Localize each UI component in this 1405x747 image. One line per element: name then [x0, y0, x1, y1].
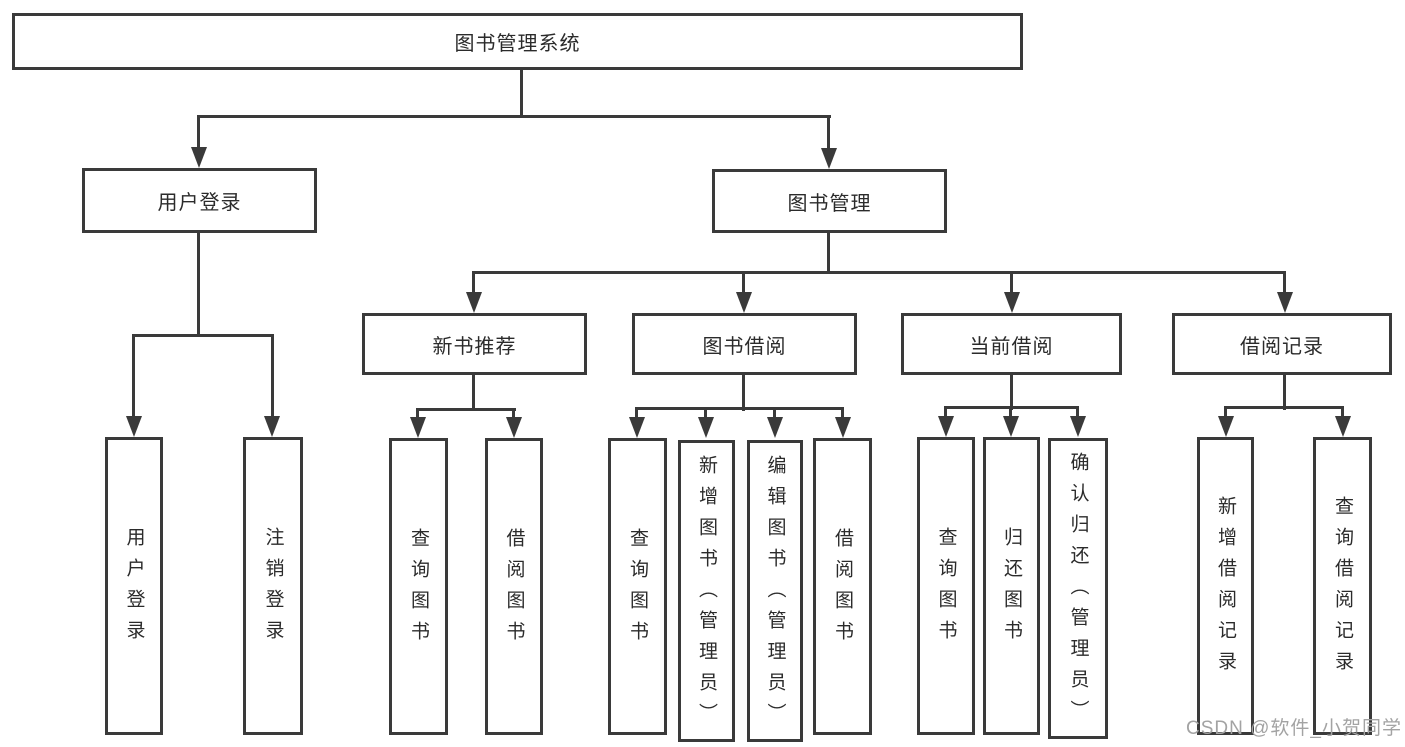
csdn-watermark: CSDN @软件_小贺同学 — [1186, 718, 1402, 739]
node-user-login-leaf: 用户登录 — [105, 437, 163, 735]
node-logout-login: 注销登录 — [243, 437, 303, 735]
connector-to-logout — [271, 334, 274, 417]
arrow-down-icon — [698, 417, 714, 438]
connector-borrowing-records-drop — [1283, 375, 1286, 410]
connector-leaf — [1341, 406, 1344, 418]
connector-leaf — [1009, 406, 1012, 418]
connector-user-login-rail — [132, 334, 274, 337]
arrow-down-icon — [835, 417, 851, 438]
node-search-books-rec: 查询图书 — [389, 438, 448, 735]
node-current-borrowing: 当前借阅 — [901, 313, 1122, 375]
connector-to-book-management — [827, 115, 830, 149]
node-borrow-books-rec: 借阅图书 — [485, 438, 543, 735]
arrow-down-icon — [410, 417, 426, 438]
connector-root-drop — [520, 68, 523, 117]
connector-to-user-login-leaf — [132, 334, 135, 417]
node-user-login: 用户登录 — [82, 168, 317, 233]
node-search-borrow-record: 查询借阅记录 — [1313, 437, 1372, 735]
connector-root-rail — [197, 115, 831, 118]
arrow-down-icon — [1277, 292, 1293, 313]
arrow-down-icon — [1070, 416, 1086, 437]
node-borrowing-records: 借阅记录 — [1172, 313, 1392, 375]
connector-leaf — [704, 407, 707, 420]
node-new-book-recommendation: 新书推荐 — [362, 313, 587, 375]
arrow-down-icon — [126, 416, 142, 437]
connector-user-login-drop — [197, 233, 200, 337]
connector-current-borrowing-drop — [1010, 375, 1013, 410]
node-book-borrowing: 图书借阅 — [632, 313, 857, 375]
node-edit-book-admin: 编辑图书（管理员） — [747, 440, 803, 742]
connector-leaf — [635, 407, 638, 420]
connector-to-current-borrowing — [1010, 271, 1013, 295]
connector-leaf — [1076, 406, 1079, 418]
connector-book-borrowing-rail — [635, 407, 844, 410]
connector-leaf — [1224, 406, 1227, 418]
connector-to-borrowing-records — [1283, 271, 1286, 295]
connector-to-user-login — [197, 115, 200, 148]
arrow-down-icon — [506, 417, 522, 438]
connector-leaf — [773, 407, 776, 420]
arrow-down-icon — [821, 148, 837, 169]
connector-leaf — [944, 406, 947, 418]
node-confirm-return-admin: 确认归还（管理员） — [1048, 438, 1108, 739]
arrow-down-icon — [736, 292, 752, 313]
node-borrow-books-leaf: 借阅图书 — [813, 438, 872, 735]
arrow-down-icon — [629, 417, 645, 438]
arrow-down-icon — [1003, 416, 1019, 437]
connector-borrowing-records-rail — [1224, 406, 1343, 409]
arrow-down-icon — [191, 147, 207, 168]
connector-book-management-rail — [472, 271, 1286, 274]
arrow-down-icon — [938, 416, 954, 437]
arrow-down-icon — [466, 292, 482, 313]
node-search-books-borrowing: 查询图书 — [608, 438, 667, 735]
node-search-books-current: 查询图书 — [917, 437, 975, 735]
node-return-books: 归还图书 — [983, 437, 1040, 735]
arrow-down-icon — [1218, 416, 1234, 437]
connector-leaf — [512, 408, 515, 420]
connector-leaf — [416, 408, 419, 420]
connector-to-new-book-rec — [472, 271, 475, 295]
connector-leaf — [841, 407, 844, 420]
connector-to-book-borrowing — [742, 271, 745, 295]
node-book-management: 图书管理 — [712, 169, 947, 233]
connector-book-borrowing-drop — [742, 375, 745, 411]
node-add-borrow-record: 新增借阅记录 — [1197, 437, 1254, 735]
arrow-down-icon — [264, 416, 280, 437]
node-book-management-system: 图书管理系统 — [12, 13, 1023, 70]
connector-new-book-rec-drop — [472, 375, 475, 411]
connector-new-book-rec-rail — [416, 408, 516, 411]
arrow-down-icon — [767, 417, 783, 438]
arrow-down-icon — [1004, 292, 1020, 313]
arrow-down-icon — [1335, 416, 1351, 437]
connector-book-management-drop — [827, 233, 830, 274]
node-add-book-admin: 新增图书（管理员） — [678, 440, 735, 742]
